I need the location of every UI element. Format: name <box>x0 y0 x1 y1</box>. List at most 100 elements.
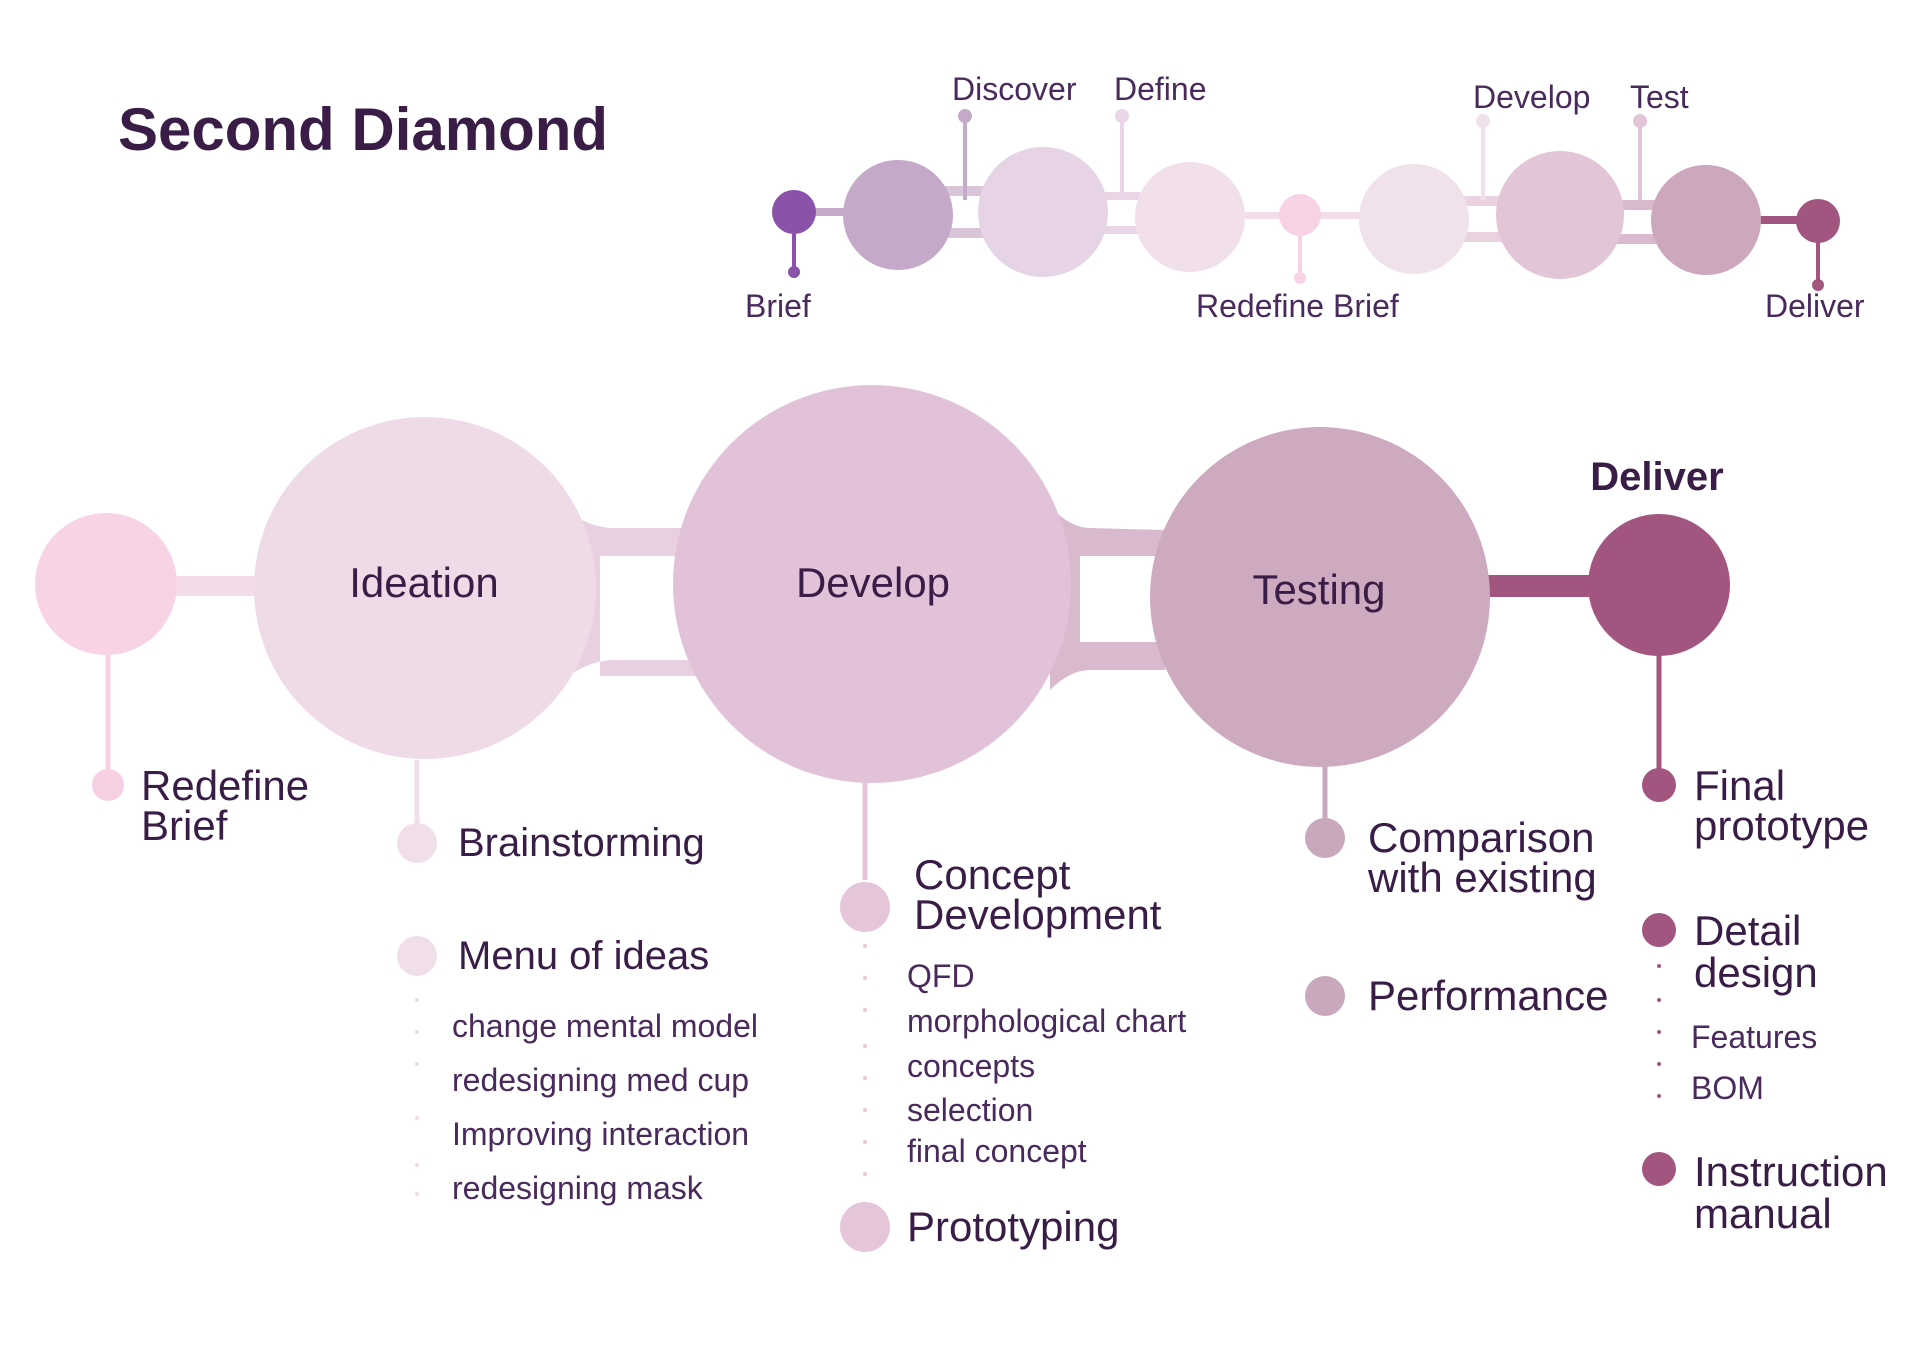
sublist-dot <box>415 1062 419 1066</box>
redefine-brief-label-1: Redefine <box>141 762 309 809</box>
overview-label-define: Define <box>1114 71 1207 107</box>
overview-label-discover: Discover <box>952 71 1077 107</box>
develop-sub-item: morphological chart <box>907 1003 1186 1039</box>
overview-develop-pin-dot <box>1476 114 1490 128</box>
sublist-dot <box>863 1108 867 1112</box>
sublist-dot <box>863 976 867 980</box>
develop-item-node <box>840 1202 890 1252</box>
redefine-brief-label-2: Brief <box>141 802 228 849</box>
redefine-brief-circle <box>35 513 177 655</box>
overview-connector <box>940 228 1020 238</box>
overview-connector <box>1595 200 1675 210</box>
develop-sub-item: concepts <box>907 1048 1035 1084</box>
connector-develop-testing <box>1050 506 1165 690</box>
overview-label-develop: Develop <box>1473 79 1590 115</box>
sublist-dot <box>1657 1094 1661 1098</box>
sublist-dot <box>1657 964 1661 968</box>
ideation-item-menu-of-ideas: Menu of ideas <box>458 934 709 978</box>
testing-circle <box>1150 427 1490 767</box>
deliver-sublist: Features BOM <box>1657 964 1817 1106</box>
testing-item-node <box>1305 818 1345 858</box>
overview-label-test: Test <box>1630 79 1689 115</box>
testing-item-comparison-1: Comparison <box>1368 814 1594 861</box>
testing-title: Testing <box>1252 566 1385 613</box>
sublist-dot <box>863 1008 867 1012</box>
develop-sublist: QFD morphological chart concepts selecti… <box>863 944 1186 1176</box>
sublist-dot <box>415 1116 419 1120</box>
page-title: Second Diamond <box>118 96 608 163</box>
testing-item-node <box>1305 976 1345 1016</box>
redefine-branch-node <box>92 769 124 801</box>
overview-connector <box>1090 226 1140 234</box>
deliver-circle <box>1588 514 1730 656</box>
ideation-sublist: change mental model redesigning med cup … <box>415 998 758 1206</box>
overview-brief-pin-dot <box>788 266 800 278</box>
sublist-dot <box>415 1163 419 1167</box>
overview-label-brief: Brief <box>745 288 811 324</box>
ideation-sub-item: change mental model <box>452 1008 758 1044</box>
overview-label-deliver: Deliver <box>1765 288 1865 324</box>
deliver-item-detail-1: Detail <box>1694 907 1801 954</box>
sublist-dot <box>863 1172 867 1176</box>
deliver-sub-item: BOM <box>1691 1070 1764 1106</box>
sublist-dot <box>1657 998 1661 1002</box>
overview-connector <box>1595 234 1675 244</box>
sublist-dot <box>415 1030 419 1034</box>
sublist-dot <box>863 1140 867 1144</box>
deliver-item-instruction-2: manual <box>1694 1190 1832 1237</box>
develop-sub-item: QFD <box>907 958 975 994</box>
deliver-item-node <box>1642 768 1676 802</box>
overview-test-circle <box>1651 165 1761 275</box>
overview-connector <box>940 186 1020 196</box>
ideation-sub-item: Improving interaction <box>452 1116 749 1152</box>
deliver-sub-item: Features <box>1691 1019 1817 1055</box>
sublist-dot <box>1657 1062 1661 1066</box>
overview-discover-circle <box>843 160 953 270</box>
sublist-dot <box>863 1076 867 1080</box>
ideation-item-node <box>397 823 437 863</box>
ideation-sub-item: redesigning med cup <box>452 1062 749 1098</box>
connector-testing-deliver <box>1480 575 1600 597</box>
deliver-item-node <box>1642 1152 1676 1186</box>
overview-connector <box>1440 232 1520 242</box>
sublist-dot <box>863 944 867 948</box>
develop-item-prototyping: Prototyping <box>907 1203 1119 1250</box>
develop-title: Develop <box>796 559 950 606</box>
develop-item-node <box>840 882 890 932</box>
connector-ideation-develop <box>560 506 700 682</box>
overview-define-circle <box>978 147 1108 277</box>
overview-define-pin-dot <box>1115 109 1129 123</box>
develop-sub-item: final concept <box>907 1133 1087 1169</box>
overview-redefine-pin-dot <box>1294 272 1306 284</box>
ideation-sub-item: redesigning mask <box>452 1170 704 1206</box>
overview-process-strip: Brief Discover Define Redefine Brief Dev… <box>745 71 1865 324</box>
overview-connector <box>1090 192 1140 200</box>
overview-define-circle-2 <box>1135 162 1245 272</box>
develop-item-concept-2: Development <box>914 891 1162 938</box>
sublist-dot <box>415 998 419 1002</box>
sublist-dot <box>415 1192 419 1196</box>
develop-item-concept-1: Concept <box>914 851 1071 898</box>
deliver-item-final-2: prototype <box>1694 802 1869 849</box>
connector-redefine-ideation <box>170 576 270 596</box>
develop-circle <box>673 385 1071 783</box>
overview-test-pin-dot <box>1633 114 1647 128</box>
deliver-item-final-1: Final <box>1694 762 1785 809</box>
overview-develop-circle <box>1359 164 1469 274</box>
deliver-item-instruction-1: Instruction <box>1694 1148 1888 1195</box>
ideation-title: Ideation <box>349 559 498 606</box>
overview-connector <box>1760 216 1820 224</box>
overview-label-redefine-brief: Redefine Brief <box>1196 288 1399 324</box>
sublist-dot <box>1657 1030 1661 1034</box>
sublist-dot <box>863 1044 867 1048</box>
overview-discover-pin-dot <box>958 109 972 123</box>
ideation-item-node <box>397 936 437 976</box>
ideation-circle <box>254 417 596 759</box>
testing-item-comparison-2: with existing <box>1367 854 1597 901</box>
deliver-item-detail-2: design <box>1694 949 1818 996</box>
testing-item-performance: Performance <box>1368 972 1608 1019</box>
deliver-title: Deliver <box>1590 455 1723 499</box>
overview-deliver-pin-dot <box>1812 279 1824 291</box>
overview-develop-circle-2 <box>1496 151 1624 279</box>
